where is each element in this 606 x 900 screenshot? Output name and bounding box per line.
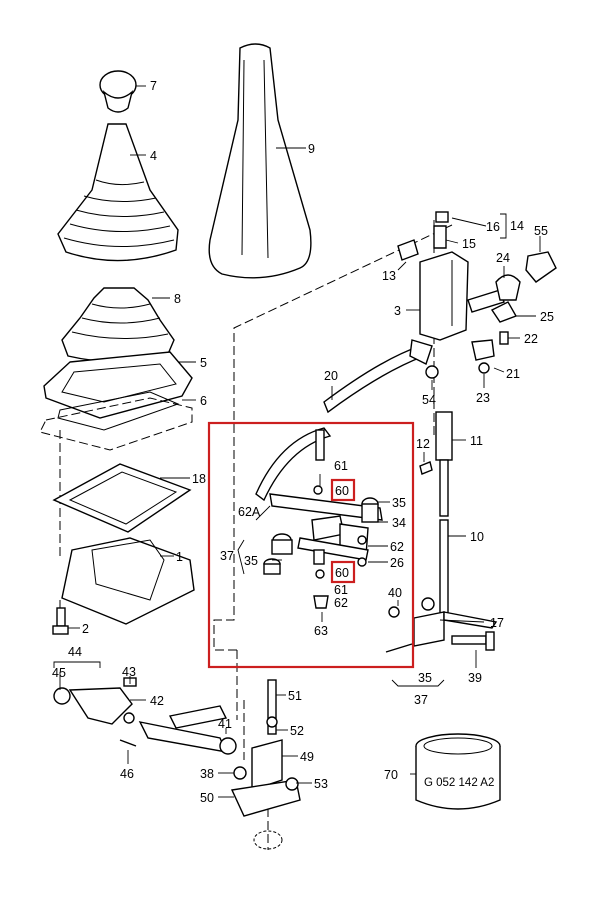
- label-6: 6: [200, 394, 207, 408]
- label-12: 12: [416, 437, 430, 451]
- label-8: 8: [174, 292, 181, 306]
- highlight-callout-60-bottom: [330, 560, 356, 584]
- label-62A: 62A: [238, 505, 261, 519]
- label-50: 50: [200, 791, 214, 805]
- label-5: 5: [200, 356, 207, 370]
- housing-bolt: [52, 607, 69, 635]
- callout-labels: 7 4 9 8 5 6 18 1 2 44 45 43 42 46 41 38 …: [52, 79, 554, 805]
- highlight-frame: [207, 421, 415, 669]
- label-2: 2: [82, 622, 89, 636]
- label-60-bottom: 60: [335, 566, 349, 580]
- label-26: 26: [390, 556, 404, 570]
- label-21: 21: [506, 367, 520, 381]
- cover-gasket: [52, 463, 192, 533]
- label-4: 4: [150, 149, 157, 163]
- label-20: 20: [324, 369, 338, 383]
- label-35-top: 35: [392, 496, 406, 510]
- label-45: 45: [52, 666, 66, 680]
- shift-boot: [57, 123, 179, 262]
- label-49: 49: [300, 750, 314, 764]
- label-46: 46: [120, 767, 134, 781]
- label-35-bottom: 35: [418, 671, 432, 685]
- label-14: 14: [510, 219, 524, 233]
- label-10: 10: [470, 530, 484, 544]
- label-63: 63: [314, 624, 328, 638]
- upper-right-mechanism: [397, 211, 557, 379]
- label-23: 23: [476, 391, 490, 405]
- label-53: 53: [314, 777, 328, 791]
- label-54: 54: [422, 393, 436, 407]
- label-51: 51: [288, 689, 302, 703]
- label-39: 39: [468, 671, 482, 685]
- label-25: 25: [540, 310, 554, 324]
- part-stamp: G 052 142 A2: [424, 777, 494, 789]
- label-35-left: 35: [244, 554, 258, 568]
- label-62-right: 62: [390, 540, 404, 554]
- bracket-assembly: [230, 679, 301, 850]
- label-62-bottom: 62: [334, 596, 348, 610]
- leather-boot: [208, 43, 312, 279]
- label-37-bottom: 37: [414, 693, 428, 707]
- highlighted-subassembly: [263, 429, 383, 609]
- boot-frame: [43, 351, 193, 419]
- label-42: 42: [150, 694, 164, 708]
- label-61-bottom: 61: [334, 583, 348, 597]
- shift-housing: [61, 537, 195, 625]
- shift-rod: [255, 339, 433, 502]
- label-55: 55: [534, 224, 548, 238]
- label-60-top: 60: [335, 484, 349, 498]
- label-15: 15: [462, 237, 476, 251]
- label-34: 34: [392, 516, 406, 530]
- label-37-left: 37: [220, 549, 234, 563]
- label-41: 41: [218, 717, 232, 731]
- label-9: 9: [308, 142, 315, 156]
- selector-rods: [385, 411, 498, 653]
- shift-knob: [99, 70, 137, 113]
- rubber-boot: [61, 287, 175, 363]
- label-17: 17: [490, 616, 504, 630]
- label-22: 22: [524, 332, 538, 346]
- label-40: 40: [388, 586, 402, 600]
- label-7: 7: [150, 79, 157, 93]
- highlight-callout-60-top: [330, 478, 356, 502]
- sleeve-70: [415, 733, 501, 810]
- label-52: 52: [290, 724, 304, 738]
- label-11: 11: [470, 434, 483, 448]
- label-24: 24: [496, 251, 510, 265]
- label-13: 13: [382, 269, 396, 283]
- leader-lines: [53, 85, 541, 798]
- gasket-dashed: [39, 391, 193, 451]
- label-16: 16: [486, 220, 500, 234]
- label-70: 70: [384, 768, 398, 782]
- label-38: 38: [200, 767, 214, 781]
- label-3: 3: [394, 304, 401, 318]
- label-61-top: 61: [334, 459, 348, 473]
- label-18: 18: [192, 472, 206, 486]
- label-44: 44: [68, 645, 82, 659]
- linkage-lower-left: [53, 677, 237, 755]
- label-43: 43: [122, 665, 136, 679]
- label-1: 1: [176, 550, 183, 564]
